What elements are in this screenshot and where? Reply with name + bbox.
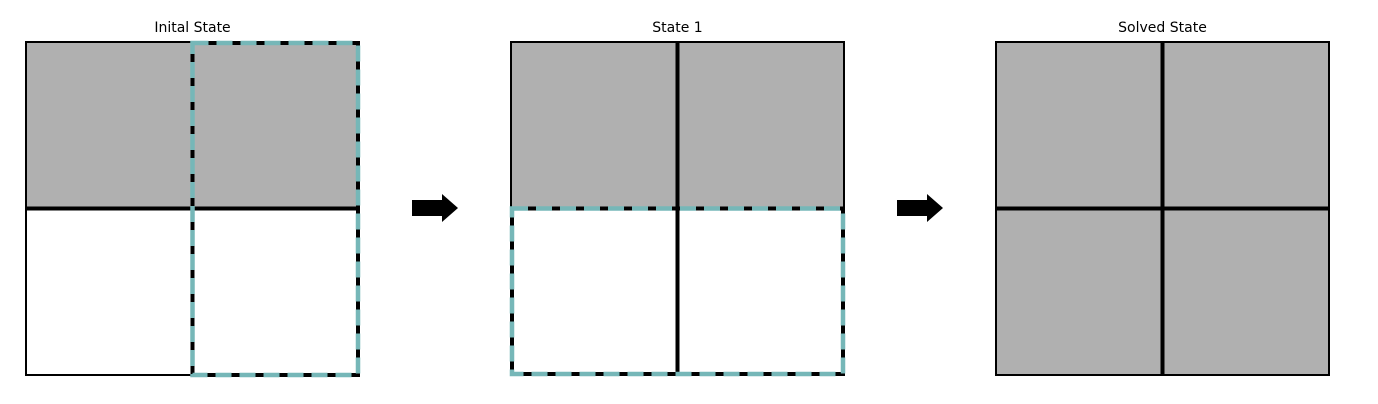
panel-title-initial: Inital State: [154, 20, 231, 36]
selection-highlight: [509, 206, 846, 377]
grid-cell-1-1: [26, 42, 193, 209]
grid-cell-1-2: [192, 42, 359, 209]
panel-title-state-1: State 1: [652, 20, 703, 36]
selection-highlight: [190, 40, 361, 378]
grid-cell-1-1: [996, 42, 1163, 209]
grid-cell-2-1: [511, 208, 678, 375]
grid-cell-2-1: [26, 208, 193, 375]
right-arrow-icon: [897, 194, 943, 222]
panel-title-solved: Solved State: [1118, 20, 1207, 36]
grid-cell-1-2: [1162, 42, 1329, 209]
grid-cell-2-2: [677, 208, 844, 375]
grid-cell-1-2: [677, 42, 844, 209]
grid-cell-2-2: [192, 208, 359, 375]
right-arrow-icon: [412, 194, 458, 222]
grid-border: [995, 41, 1330, 376]
grid-cell-2-1: [996, 208, 1163, 375]
grid-cell-2-2: [1162, 208, 1329, 375]
grid-cell-1-1: [511, 42, 678, 209]
